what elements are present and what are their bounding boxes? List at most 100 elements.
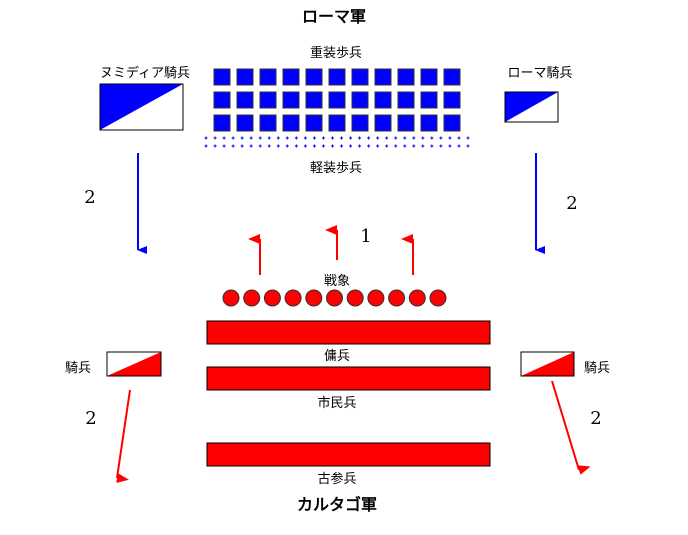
light-infantry-unit — [340, 136, 344, 140]
heavy-infantry-unit — [236, 114, 254, 132]
light-infantry-unit — [222, 136, 226, 140]
light-infantry-unit — [448, 144, 452, 148]
heavy-infantry-unit — [305, 91, 323, 109]
heavy-infantry-unit — [397, 68, 415, 86]
elephant-unit — [243, 289, 261, 307]
light-infantry-unit — [358, 144, 362, 148]
veterans-label: 古参兵 — [317, 471, 356, 487]
light-infantry-unit — [204, 136, 208, 140]
light-infantry-unit — [240, 136, 244, 140]
light-infantry-unit — [376, 136, 380, 140]
heavy-infantry-unit — [236, 91, 254, 109]
numidian-cavalry-label: ヌミディア騎兵 — [100, 65, 190, 81]
light-infantry-unit — [213, 144, 217, 148]
light-infantry-unit — [385, 144, 389, 148]
heavy-infantry-unit — [328, 91, 346, 109]
right-cavalry-label: 騎兵 — [584, 361, 610, 376]
left-cavalry-label: 騎兵 — [65, 361, 91, 376]
step-2-left-top: 2 — [84, 187, 95, 208]
light-infantry-unit — [466, 144, 470, 148]
light-infantry-unit — [403, 136, 407, 140]
light-infantry-unit — [466, 136, 470, 140]
light-infantry-unit — [303, 144, 307, 148]
heavy-infantry-unit — [420, 114, 438, 132]
heavy-infantry-unit — [282, 114, 300, 132]
light-infantry-unit — [285, 144, 289, 148]
heavy-infantry-unit — [213, 91, 231, 109]
light-infantry-unit — [394, 144, 398, 148]
light-infantry-unit — [376, 144, 380, 148]
step-2-right-top: 2 — [566, 193, 577, 214]
left-carthage-cavalry-unit — [106, 351, 162, 377]
heavy-infantry-unit — [443, 114, 461, 132]
light-infantry-label: 軽装歩兵 — [310, 161, 362, 176]
light-infantry-unit — [258, 144, 262, 148]
roman-cavalry-unit — [504, 91, 559, 123]
heavy-infantry-unit — [351, 114, 369, 132]
heavy-infantry-unit — [213, 68, 231, 86]
light-infantry-unit — [394, 136, 398, 140]
elephant-unit — [408, 289, 426, 307]
heavy-infantry-unit — [374, 68, 392, 86]
light-infantry-unit — [349, 144, 353, 148]
light-infantry-unit — [403, 144, 407, 148]
light-infantry-unit — [457, 144, 461, 148]
light-infantry-unit — [276, 144, 280, 148]
elephant-unit — [346, 289, 364, 307]
light-infantry-unit — [330, 144, 334, 148]
light-infantry-unit — [267, 136, 271, 140]
elephants-label: 戦象 — [324, 274, 350, 289]
light-infantry-unit — [231, 144, 235, 148]
light-infantry-unit — [358, 136, 362, 140]
heavy-infantry-unit — [397, 91, 415, 109]
step-2-left-bottom: 2 — [85, 408, 96, 429]
heavy-infantry-unit — [328, 68, 346, 86]
heavy-infantry-unit — [282, 68, 300, 86]
heavy-infantry-unit — [259, 91, 277, 109]
light-infantry-unit — [312, 136, 316, 140]
step-2-right-bottom: 2 — [590, 408, 601, 429]
light-infantry-unit — [231, 136, 235, 140]
numidian-cavalry-unit — [99, 83, 184, 131]
heavy-infantry-grid — [213, 68, 461, 132]
roman-cavalry-label: ローマ騎兵 — [507, 66, 572, 81]
heavy-infantry-unit — [443, 68, 461, 86]
light-infantry-unit — [267, 144, 271, 148]
elephant-unit — [388, 289, 406, 307]
light-infantry-unit — [367, 144, 371, 148]
heavy-infantry-unit — [420, 91, 438, 109]
light-infantry-unit — [303, 136, 307, 140]
light-infantry-unit — [258, 136, 262, 140]
light-infantry-unit — [276, 136, 280, 140]
heavy-infantry-unit — [282, 91, 300, 109]
light-infantry-unit — [430, 136, 434, 140]
light-infantry-unit — [249, 136, 253, 140]
heavy-infantry-unit — [374, 114, 392, 132]
light-infantry-unit — [412, 136, 416, 140]
heavy-infantry-unit — [374, 91, 392, 109]
mercenaries-line — [206, 320, 491, 345]
heavy-infantry-unit — [236, 68, 254, 86]
light-infantry-unit — [240, 144, 244, 148]
heavy-infantry-unit — [259, 114, 277, 132]
elephant-unit — [326, 289, 343, 307]
light-infantry-unit — [430, 144, 434, 148]
step-1-label: 1 — [360, 226, 371, 247]
heavy-infantry-unit — [420, 68, 438, 86]
elephant-unit — [222, 289, 240, 307]
light-infantry-unit — [367, 136, 371, 140]
light-infantry-unit — [312, 144, 316, 148]
heavy-infantry-unit — [213, 114, 231, 132]
heavy-infantry-unit — [351, 68, 369, 86]
citizens-label: 市民兵 — [317, 395, 356, 411]
elephant-row — [222, 289, 447, 307]
light-infantry-unit — [421, 144, 425, 148]
light-infantry-unit — [321, 136, 325, 140]
left-cavalry-retreat-arrow — [116, 389, 131, 483]
elephant-unit — [305, 289, 323, 307]
light-infantry-unit — [294, 144, 298, 148]
elephant-unit — [284, 289, 302, 307]
light-infantry-unit — [249, 144, 253, 148]
heavy-infantry-unit — [305, 114, 323, 132]
veterans-line — [206, 442, 491, 467]
